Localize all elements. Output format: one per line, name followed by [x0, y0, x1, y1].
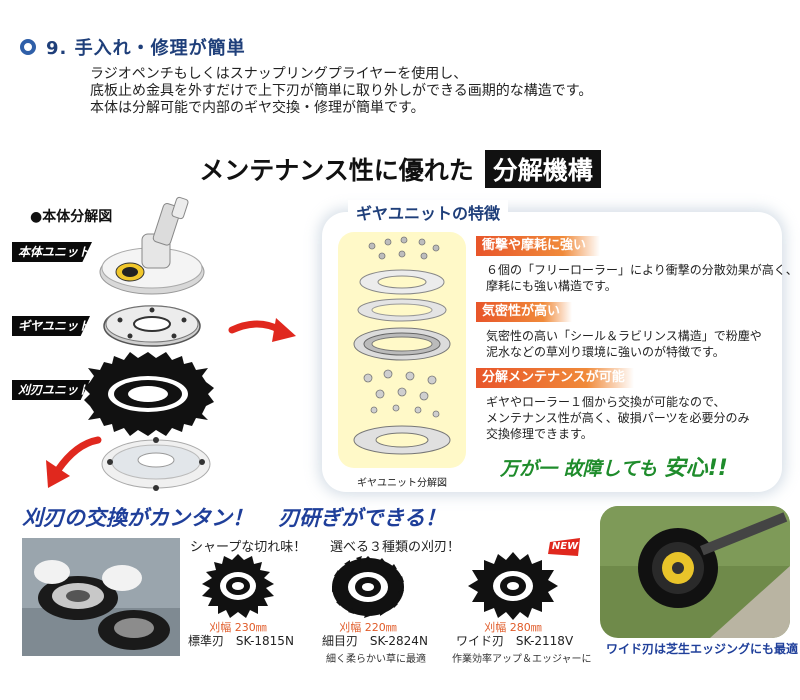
- blade-model-number: SK-1815N: [235, 634, 294, 648]
- blade-lead-sharp: シャープな切れ味！: [190, 540, 307, 555]
- section-header: 9. 手入れ・修理が簡単: [20, 34, 246, 60]
- new-badge-shape: [548, 538, 580, 556]
- blade-type: 細目刃: [322, 634, 359, 648]
- new-badge: NEW: [548, 538, 582, 556]
- edging-illustration: [600, 506, 790, 638]
- main-heading-text: メンテナンス性に優れた: [199, 156, 474, 185]
- blade-heading-part: 刃研ぎができる！: [278, 506, 446, 530]
- feature-text-line: ６個の「フリーローラー」により衝撃の分散効果が高く、: [486, 263, 798, 277]
- blade-model-fine: 細目刃 SK-2824N: [322, 632, 428, 649]
- section-bullet-icon: [20, 39, 36, 55]
- edging-photo: [600, 506, 790, 638]
- blade-lead-choices: 選べる３種類の刈刃！: [330, 540, 461, 555]
- blade-type: 標準刃: [188, 634, 225, 648]
- slogan-part: 安心!!: [663, 456, 728, 481]
- gear-unit-label: ギヤユニット: [12, 316, 90, 336]
- reassurance-slogan: 万が一 故障しても 安心!!: [500, 450, 728, 482]
- intro-line: 本体は分解可能で内部のギヤ交換・修理が簡単です。: [90, 100, 425, 116]
- feature-text-line: メンテナンス性が高く、破損パーツを必要分のみ: [486, 411, 750, 425]
- feature-tag-maintenance: 分解メンテナンスが可能: [476, 368, 634, 388]
- gear-exploded-caption: ギヤユニット分解図: [357, 478, 447, 489]
- blade-model-number: SK-2824N: [369, 634, 428, 648]
- arrow-right-icon: [228, 318, 296, 342]
- gear-exploded-image: [338, 232, 466, 468]
- feature-text-line: 気密性の高い「シール＆ラビリンス構造」で粉塵や: [486, 329, 762, 343]
- bottom-plate-illustration: [101, 437, 211, 491]
- fine-blade-illustration: [332, 556, 404, 618]
- slogan-part: 故障しても: [563, 458, 658, 480]
- feature-text-line: 交換修理できます。: [486, 427, 593, 441]
- intro-paragraph: ラジオペンチもしくはスナップリングプライヤーを使用し、 底板止め金具を外すだけで…: [90, 66, 770, 117]
- blade-width-wide: 刈幅 280㎜: [484, 621, 542, 634]
- intro-line: ラジオペンチもしくはスナップリングプライヤーを使用し、: [90, 66, 468, 82]
- feature-text-durability: ６個の「フリーローラー」により衝撃の分散効果が高く、 摩耗にも強い構造です。: [486, 262, 798, 294]
- section-title: 9. 手入れ・修理が簡単: [46, 38, 246, 59]
- blade-type: ワイド刃: [456, 634, 505, 648]
- blade-width-standard: 刈幅 230㎜: [209, 621, 267, 634]
- blade-model-standard: 標準刃 SK-1815N: [188, 632, 294, 649]
- main-heading-boxed-text: 分解機構: [484, 150, 601, 188]
- blade-note-fine: 細く柔らかい草に最適: [326, 654, 426, 665]
- wide-blade-illustration: [468, 552, 558, 620]
- body-unit-label: 本体ユニット: [12, 242, 92, 262]
- main-heading: メンテナンス性に優れた 分解機構: [0, 150, 800, 188]
- feature-text-maintenance: ギヤやローラー１個から交換が可能なので、 メンテナンス性が高く、破損パーツを必要…: [486, 394, 750, 442]
- slogan-part: 万が一: [500, 458, 558, 480]
- standard-blade-illustration: [202, 554, 274, 618]
- intro-line: 底板止め金具を外すだけで上下刃が簡単に取り外しができる画期的な構造です。: [90, 83, 593, 99]
- blade-width-fine: 刈幅 220㎜: [339, 621, 397, 634]
- body-unit-illustration: [99, 196, 205, 295]
- blade-heading-part: 刈刃の交換がカンタン！: [22, 506, 253, 530]
- feature-text-airtight: 気密性の高い「シール＆ラビリンス構造」で粉塵や 泥水などの草刈り環境に強いのが特…: [486, 328, 762, 360]
- feature-text-line: 摩耗にも強い構造です。: [486, 279, 617, 293]
- blade-unit-label: 刈刃ユニット: [12, 380, 90, 400]
- wide-blade-caption: ワイド刃は芝生エッジングにも最適！: [606, 642, 800, 656]
- gear-exploded-illustration: [353, 236, 451, 455]
- new-badge-text: NEW: [551, 541, 579, 552]
- gear-panel-title: ギヤユニットの特徴: [348, 200, 509, 224]
- feature-text-line: ギヤやローラー１個から交換が可能なので、: [486, 395, 726, 409]
- blade-heading: 刈刃の交換がカンタン！ 刃研ぎができる！: [22, 502, 446, 532]
- feature-tag-durability: 衝撃や摩耗に強い: [476, 236, 600, 256]
- feature-tag-airtight: 気密性が高い: [476, 302, 572, 322]
- blade-model-wide: ワイド刃 SK-2118V: [456, 632, 573, 649]
- blade-model-number: SK-2118V: [515, 634, 574, 648]
- blade-note-wide: 作業効率アップ＆エッジャーに: [452, 654, 592, 665]
- blade-unit-illustration: [84, 352, 214, 436]
- blade-change-photo: [22, 538, 180, 656]
- blade-change-illustration: [22, 538, 180, 656]
- arrow-down-left-icon: [46, 436, 102, 488]
- feature-text-line: 泥水などの草刈り環境に強いのが特徴です。: [486, 345, 725, 359]
- diagram-title: ●本体分解図: [30, 209, 113, 225]
- gear-unit-illustration: [103, 305, 201, 347]
